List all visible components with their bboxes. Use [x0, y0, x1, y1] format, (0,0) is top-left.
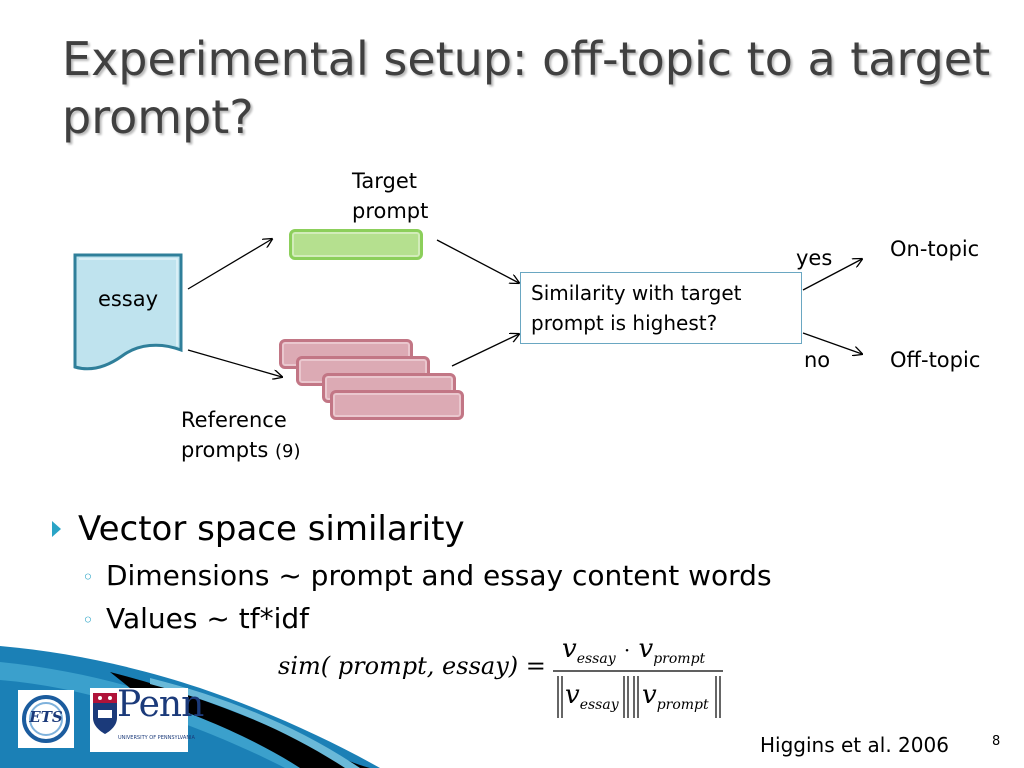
- ets-logo-text: ETS: [29, 708, 63, 726]
- sub-bullet-2: Values ~ tf*idf: [106, 602, 309, 635]
- bullet-triangle-icon: [52, 521, 61, 537]
- citation: Higgins et al. 2006: [760, 733, 949, 757]
- arrow-essay-to-reference: [187, 349, 282, 377]
- reference-prompts-label: Reference prompts (9): [181, 405, 331, 467]
- decision-box: Similarity with target prompt is highest…: [520, 272, 802, 344]
- on-topic-label: On-topic: [890, 237, 980, 261]
- essay-document-shape: [73, 253, 183, 371]
- ets-logo: ETS: [18, 690, 74, 748]
- page-number: 8: [992, 734, 1001, 749]
- formula-v: v: [565, 680, 580, 710]
- formula-sub-essay: essay: [576, 651, 616, 668]
- penn-logo-text: Penn: [117, 684, 204, 725]
- ets-logo-mark: [22, 695, 70, 743]
- essay-label: essay: [97, 287, 159, 311]
- formula-v: v: [562, 634, 577, 664]
- sub-bullet-1: Dimensions ~ prompt and essay content wo…: [106, 559, 772, 592]
- penn-logo-subtext: UNIVERSITY OF PENNSYLVANIA: [118, 735, 195, 741]
- formula-v: v: [642, 680, 657, 710]
- arrow-yes: [802, 259, 862, 291]
- formula-denominator-essay: vessay: [565, 680, 619, 713]
- sub-bullet-marker-icon: ◦: [82, 565, 94, 589]
- arrow-no: [802, 332, 862, 354]
- reference-prompt-bar: [330, 390, 464, 420]
- formula-fraction-line: [553, 670, 723, 672]
- target-prompt-bar: [289, 229, 423, 260]
- formula-norm-bars: [557, 676, 721, 718]
- arrow-target-to-decision: [436, 239, 519, 283]
- formula-numerator: vessay · vprompt: [562, 634, 705, 667]
- formula-lhs: sim( prompt, essay) =: [278, 652, 546, 680]
- no-label: no: [804, 348, 831, 372]
- formula-dot: ·: [623, 638, 631, 662]
- arrow-reference-to-decision: [451, 334, 519, 367]
- penn-shield-icon: [93, 693, 117, 734]
- yes-label: yes: [796, 246, 833, 270]
- formula-sub-prompt: prompt: [656, 697, 709, 714]
- arrow-essay-to-target: [187, 239, 272, 290]
- slide-title: Experimental setup: off-topic to a targe…: [62, 32, 991, 144]
- sub-bullet-marker-icon: ◦: [82, 608, 94, 632]
- target-prompt-label: Target prompt: [352, 169, 429, 223]
- bullet-main: Vector space similarity: [78, 509, 465, 549]
- formula-sub-essay: essay: [579, 697, 619, 714]
- reference-prompts-text: Reference prompts: [181, 408, 287, 462]
- formula-v: v: [638, 634, 654, 664]
- formula-sub-prompt: prompt: [653, 651, 706, 668]
- penn-logo: Penn UNIVERSITY OF PENNSYLVANIA: [90, 684, 204, 752]
- formula-denominator-prompt: vprompt: [642, 680, 709, 713]
- off-topic-label: Off-topic: [890, 348, 981, 372]
- reference-count: (9): [275, 441, 301, 462]
